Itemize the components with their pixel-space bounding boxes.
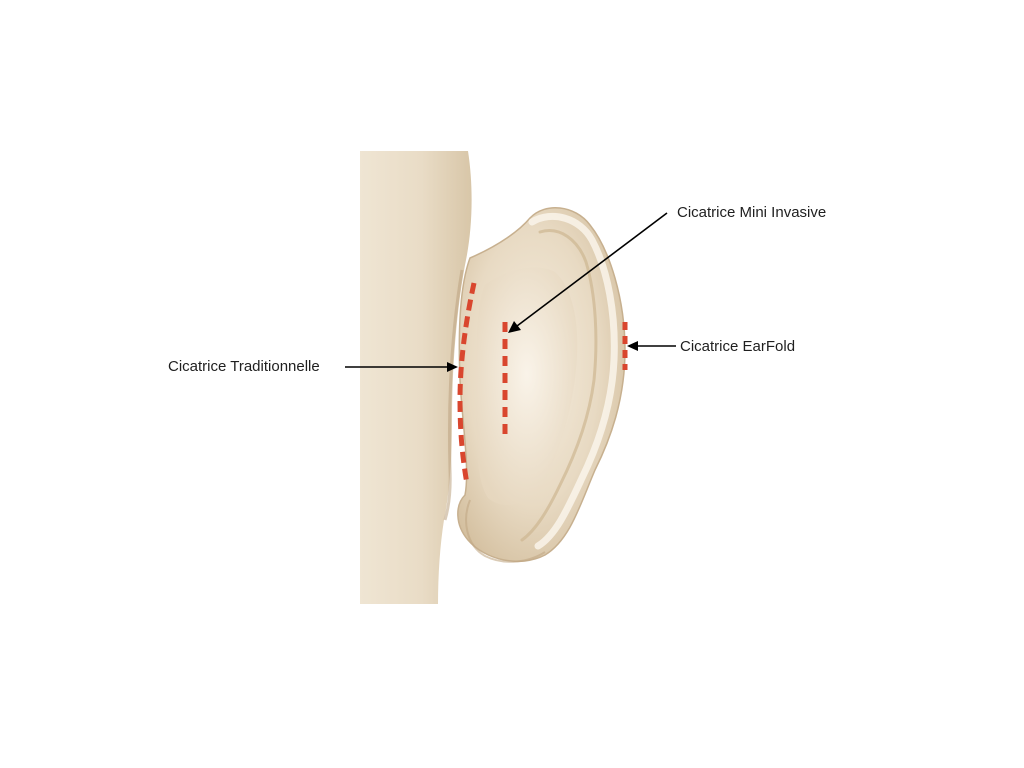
label-mini-invasive-scar: Cicatrice Mini Invasive xyxy=(677,204,827,221)
ear-lobe xyxy=(465,499,546,563)
head-side xyxy=(360,151,472,604)
label-earfold-scar: Cicatrice EarFold xyxy=(680,338,796,355)
head-crease xyxy=(443,269,464,521)
label-traditional-scar: Cicatrice Traditionnelle xyxy=(168,358,320,375)
incision-traditional xyxy=(457,282,477,485)
ear-helix xyxy=(528,212,618,550)
ear-helix-shadow xyxy=(520,229,598,542)
ear-inner xyxy=(476,267,578,506)
pointer-traditional xyxy=(345,362,458,372)
pointer-earfold xyxy=(627,341,676,351)
pointer-mini-invasive xyxy=(508,212,668,333)
